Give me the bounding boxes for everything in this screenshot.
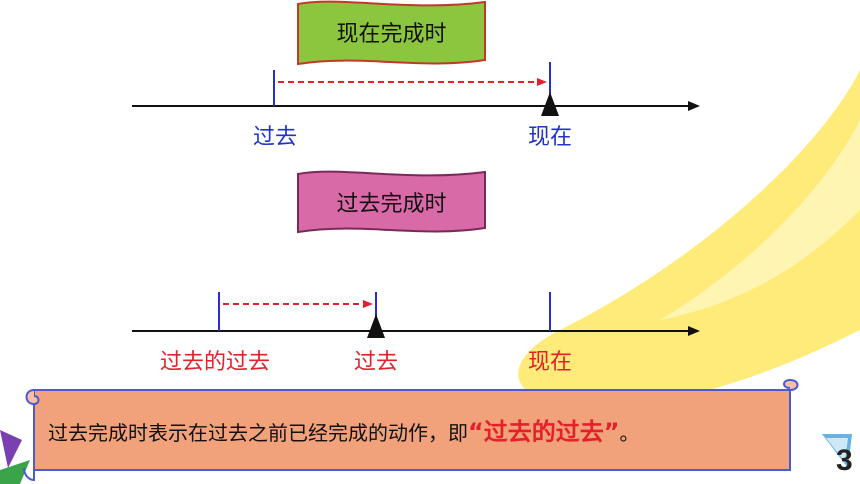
now-label: 现在 [527,125,572,150]
page-number: 3 [836,444,853,477]
yellow-swoosh [518,70,860,406]
past-perfect-title: 过去完成时 [336,192,447,217]
right-scroll-curl [783,378,799,391]
note-text-before: 过去完成时表示在过去之前已经完成的动作，即 [48,421,468,445]
note-scroll [23,378,799,482]
now-label-2: 现在 [527,350,572,375]
past-label: 过去 [252,125,297,150]
past-perfect-banner [297,170,486,234]
present-perfect-banner [297,0,486,66]
note-scroll-body [33,389,791,471]
now-triangle [541,92,559,116]
note-text: 过去完成时表示在过去之前已经完成的动作，即“过去的过去”。 [48,412,640,447]
past-triangle [367,314,385,338]
folded-corner-shadow [826,438,848,462]
past-label-2: 过去 [353,350,398,375]
left-scroll-edge [23,404,35,482]
yellow-swoosh-highlight [660,120,860,320]
present-perfect-title: 现在完成时 [336,22,447,47]
past-of-past-label: 过去的过去 [159,350,270,375]
note-quote: “过去的过去” [468,418,620,446]
corner-decoration-green [0,460,30,484]
note-text-after: 。 [619,421,640,445]
corner-decoration-purple [0,430,22,468]
